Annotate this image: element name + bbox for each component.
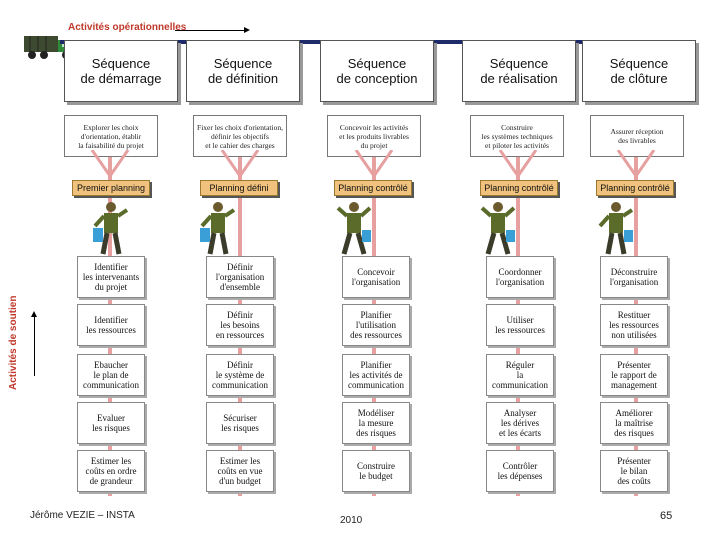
task-card: Estimer les coûts en vue d'un budget <box>206 450 274 492</box>
task-card: Définir les besoins en ressources <box>206 304 274 346</box>
operational-arrow <box>175 27 250 33</box>
task-card: Définir le système de communication <box>206 354 274 396</box>
planning-label: Planning contrôlé <box>334 180 412 196</box>
footer-author: Jérôme VEZIE – INSTA <box>30 510 135 521</box>
worker-icon <box>200 202 236 255</box>
task-card: Evaluer les risques <box>77 402 145 444</box>
worker-icon <box>480 202 516 255</box>
planning-label: Planning contrôlé <box>480 180 558 196</box>
task-card: Concevoir l'organisation <box>342 256 410 298</box>
task-card: Utiliser les ressources <box>486 304 554 346</box>
task-card: Restituer les ressources non utilisées <box>600 304 668 346</box>
phase-definition: Séquence de définition <box>186 40 300 102</box>
phase-description: Concevoir les activités et les produits … <box>327 115 421 157</box>
task-card: Modéliser la mesure des risques <box>342 402 410 444</box>
task-card: Contrôler les dépenses <box>486 450 554 492</box>
task-card: Déconstruire l'organisation <box>600 256 668 298</box>
task-card: Réguler la communication <box>486 354 554 396</box>
connector-fork <box>90 150 130 179</box>
support-activities-label: Activités de soutien <box>8 295 19 390</box>
task-card: Ebaucher le plan de communication <box>77 354 145 396</box>
connector-fork <box>354 150 394 179</box>
connector-fork <box>498 150 538 179</box>
footer-year: 2010 <box>340 515 363 526</box>
phase-design: Séquence de conception <box>320 40 434 102</box>
task-card: Planifier l'utilisation des ressources <box>342 304 410 346</box>
task-card: Analyser les dérives et les écarts <box>486 402 554 444</box>
phase-startup: Séquence de démarrage <box>64 40 178 102</box>
task-card: Coordonner l'organisation <box>486 256 554 298</box>
task-card: Construire le budget <box>342 450 410 492</box>
worker-icon <box>336 202 372 255</box>
planning-label: Premier planning <box>72 180 150 196</box>
task-card: Présenter le rapport de management <box>600 354 668 396</box>
task-card: Présenter le bilan des coûts <box>600 450 668 492</box>
task-card: Planifier les activités de communication <box>342 354 410 396</box>
page-number: 65 <box>660 510 673 522</box>
phase-description: Fixer les choix d'orientation, définir l… <box>193 115 287 157</box>
task-card: Identifier les intervenants du projet <box>77 256 145 298</box>
phase-realization: Séquence de réalisation <box>462 40 576 102</box>
phase-closure: Séquence de clôture <box>582 40 696 102</box>
phase-description: Explorer les choix d'orientation, établi… <box>64 115 158 157</box>
connector-fork <box>616 150 656 179</box>
task-card: Estimer les coûts en ordre de grandeur <box>77 450 145 492</box>
task-card: Améliorer la maîtrise des risques <box>600 402 668 444</box>
phase-description: Construire les systèmes techniques et pi… <box>470 115 564 157</box>
task-card: Identifier les ressources <box>77 304 145 346</box>
planning-label: Planning défini <box>200 180 278 196</box>
task-card: Sécuriser les risques <box>206 402 274 444</box>
phase-description: Assurer réception des livrables <box>590 115 684 157</box>
planning-label: Planning contrôlé <box>596 180 674 196</box>
connector-fork <box>220 150 260 179</box>
operational-activities-label: Activités opérationnelles <box>68 22 187 33</box>
support-arrow <box>31 311 37 376</box>
worker-icon <box>93 202 129 255</box>
task-card: Définir l'organisation d'ensemble <box>206 256 274 298</box>
worker-icon <box>598 202 634 255</box>
